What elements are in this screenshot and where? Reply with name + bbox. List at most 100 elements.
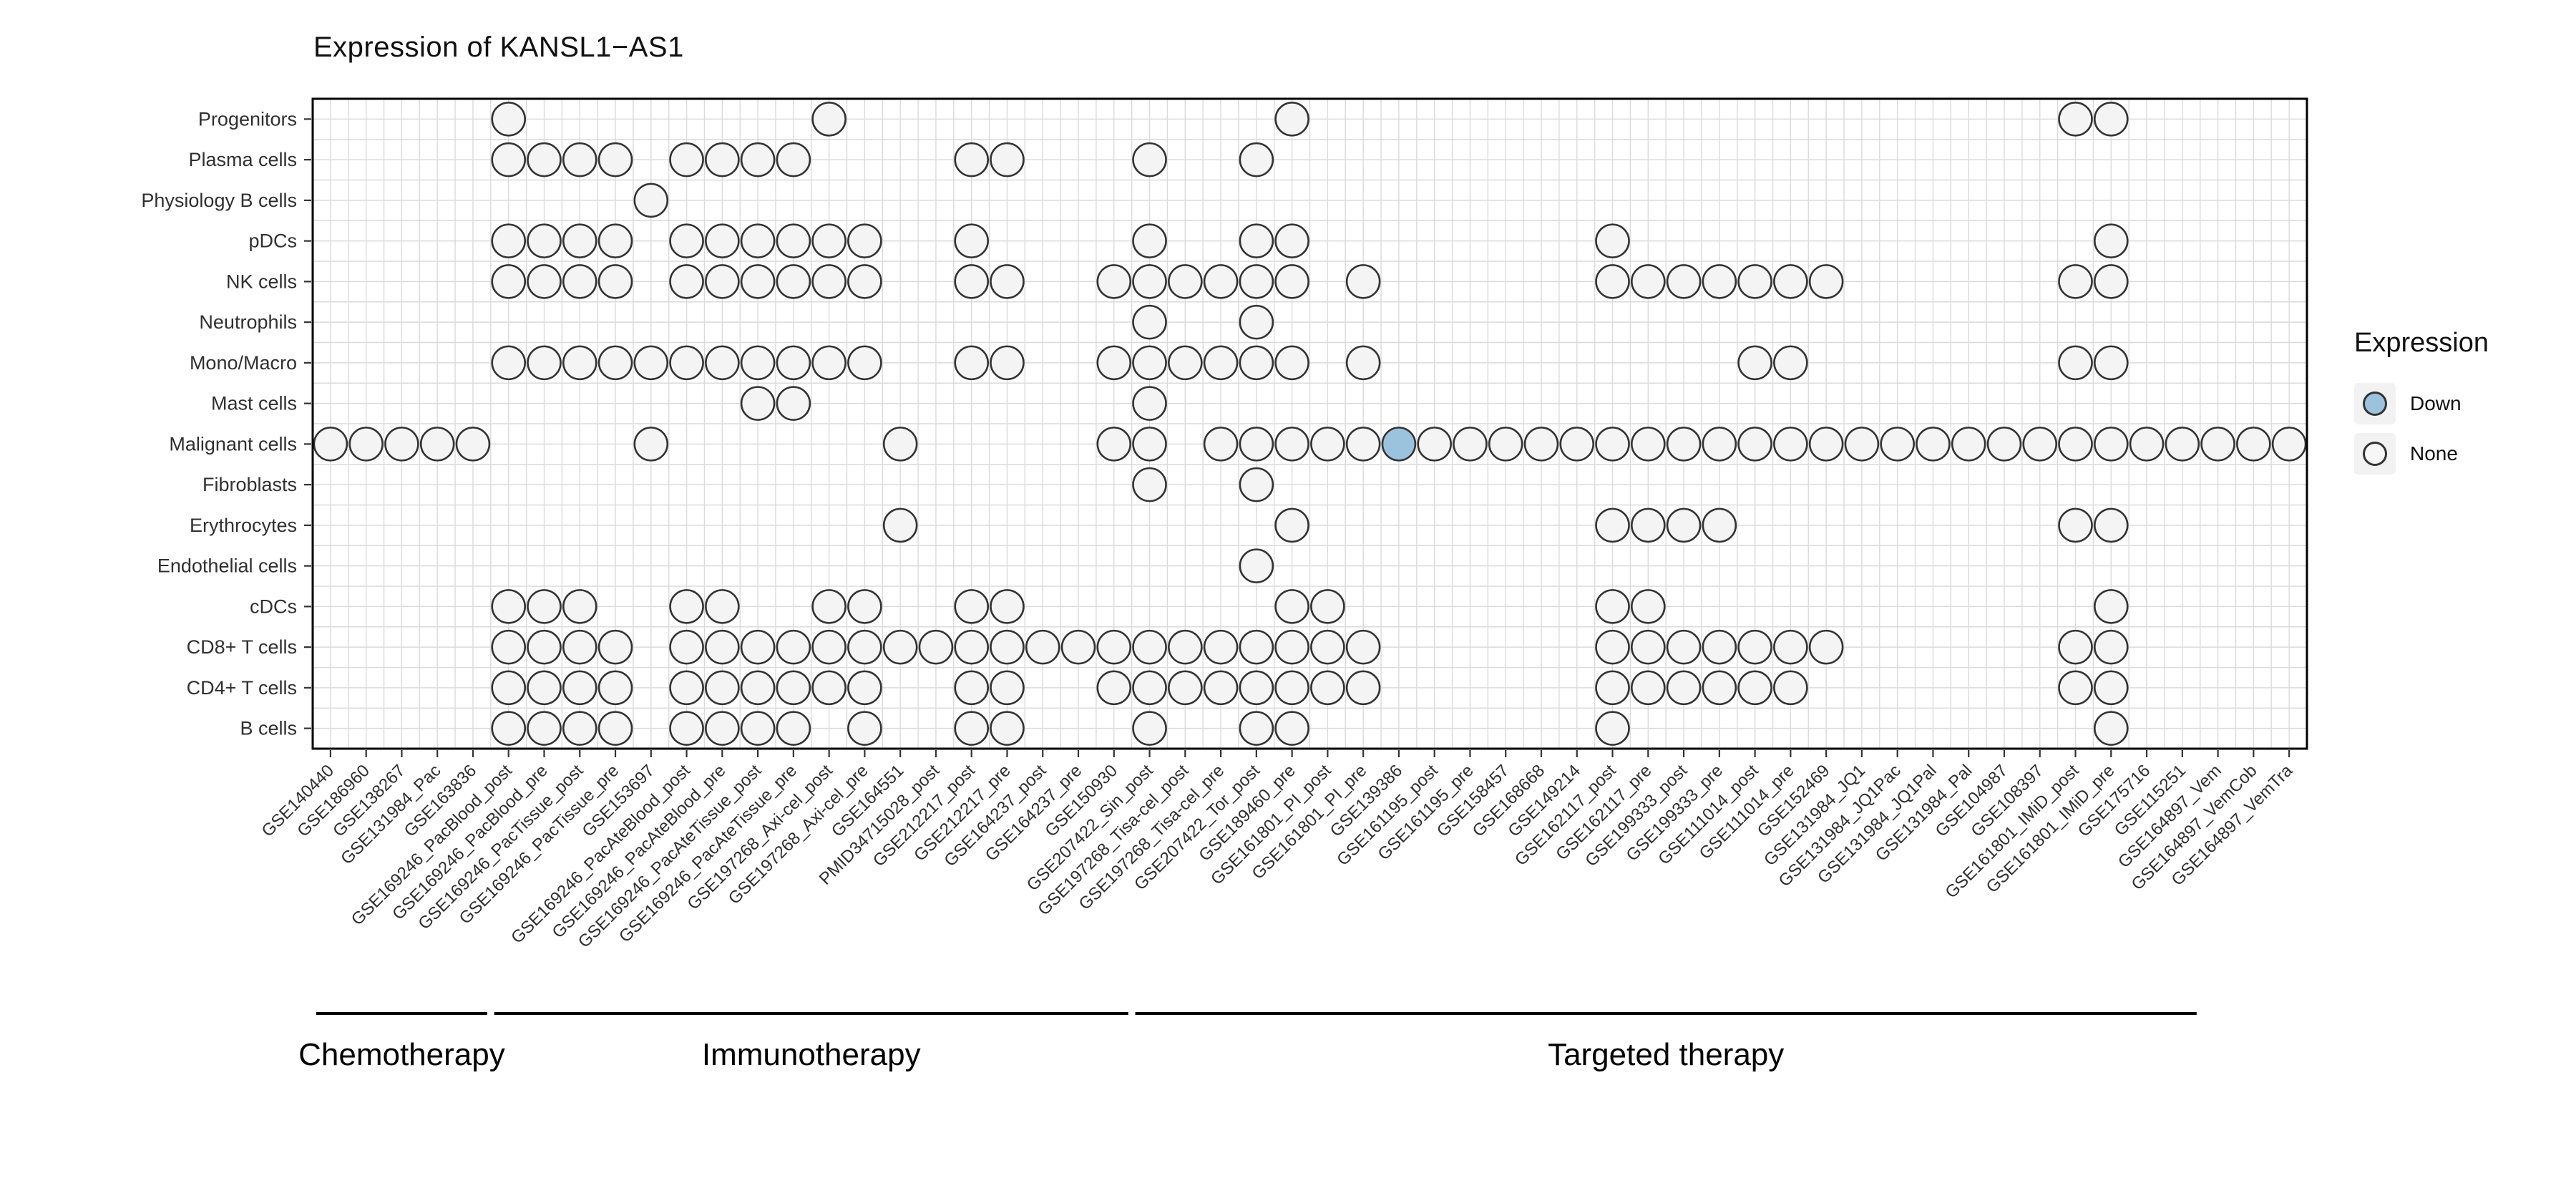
expression-dot-none [562,629,597,665]
y-axis-label: cDCs [250,596,297,617]
expression-dot-none [990,264,1025,299]
legend-label-none: None [2410,442,2458,465]
expression-dot-none [1239,548,1274,583]
expression-dot-none [1595,629,1630,665]
expression-dot-none [1274,711,1309,746]
expression-dot-none [1310,629,1345,665]
expression-dot-none [2058,427,2093,462]
expression-dot-none [1132,467,1167,502]
expression-dot-none [847,711,882,746]
expression-dot-none [1274,223,1309,258]
expression-dot-none [776,345,811,381]
expression-dot-none [527,670,562,706]
legend-key [2354,383,2396,424]
expression-dot-none [633,345,669,381]
expression-dot-none [562,589,597,624]
expression-dot-none [2165,427,2200,462]
expression-dot-none [313,427,348,462]
expression-dot-none [1808,629,1844,665]
legend-item-none: None [2354,433,2489,475]
expression-dot-none [1168,670,1203,706]
expression-dot-none [1630,629,1666,665]
expression-dot-none [776,223,811,258]
expression-dot-none [847,629,882,665]
expression-dot-none [597,670,633,706]
expression-dot-none [2058,102,2093,137]
expression-dot-none [776,629,811,665]
y-axis-label: Mono/Macro [190,352,297,374]
expression-dot-none [1702,507,1737,543]
expression-dot-none [2093,264,2129,299]
expression-dot-none [1523,427,1559,462]
therapy-group-label: Chemotherapy [298,1037,505,1072]
expression-dot-none [2093,589,2129,624]
expression-dot-none [669,142,704,178]
expression-dot-none [1345,629,1381,665]
expression-dot-none [705,223,740,258]
expression-dot-none [562,223,597,258]
expression-dot-none [1345,670,1381,706]
expression-dot-none [1773,670,1808,706]
expression-dot-none [491,102,527,137]
expression-dot-none [2129,427,2165,462]
expression-dot-none [2200,427,2235,462]
expression-dot-none [740,670,776,706]
expression-dot-none [491,264,527,299]
expression-dot-none [2093,223,2129,258]
expression-dot-none [597,711,633,746]
expression-dot-none [1274,345,1309,381]
expression-dot-none [1559,427,1595,462]
expression-dot-none [1595,589,1630,624]
expression-dot-none [1702,670,1737,706]
expression-dot-none [1132,142,1167,178]
expression-dot-none [847,589,882,624]
y-axis-label: Erythrocytes [190,515,297,536]
expression-dot-none [1595,670,1630,706]
expression-dot-none [1630,670,1666,706]
therapy-group-label: Immunotherapy [702,1037,921,1072]
expression-dot-none [455,427,491,462]
expression-dot-none [1132,304,1167,340]
expression-dot-none [705,345,740,381]
expression-dot-none [705,670,740,706]
expression-dot-none [847,670,882,706]
expression-dot-none [954,345,990,381]
expression-dot-none [1310,670,1345,706]
expression-dot-none [1274,589,1309,624]
y-axis-label: Neutrophils [199,311,297,333]
y-axis-label: Plasma cells [188,149,297,170]
legend-title: Expression [2354,328,2489,358]
expression-dot-none [562,670,597,706]
expression-dot-none [1666,670,1702,706]
expression-dot-none [740,386,776,421]
expression-dot-none [527,142,562,178]
legend-key [2354,433,2396,475]
expression-dot-none [811,345,847,381]
expression-dot-none [1916,427,1951,462]
expression-dot-none [562,711,597,746]
expression-dot-none [705,589,740,624]
expression-dot-none [1345,264,1381,299]
expression-dot-none [527,711,562,746]
expression-dot-none [1239,467,1274,502]
y-axis-label: CD4+ T cells [187,677,297,699]
expression-dot-none [1488,427,1523,462]
expression-dot-none [740,711,776,746]
expression-dot-none [669,345,704,381]
expression-dot-none [1844,427,1880,462]
expression-dot-none [597,142,633,178]
down-dot-icon [2363,392,2387,416]
expression-dot-none [740,264,776,299]
expression-dot-none [2058,507,2093,543]
expression-dot-none [1630,507,1666,543]
expression-dot-none [1595,264,1630,299]
expression-dot-none [954,223,990,258]
expression-dot-none [1417,427,1452,462]
expression-dot-none [384,427,419,462]
expression-dot-none [1773,427,1808,462]
expression-dot-none [527,264,562,299]
expression-dot-none [1986,427,2022,462]
expression-dot-none [2058,264,2093,299]
expression-dot-none [740,345,776,381]
expression-dot-none [2093,507,2129,543]
